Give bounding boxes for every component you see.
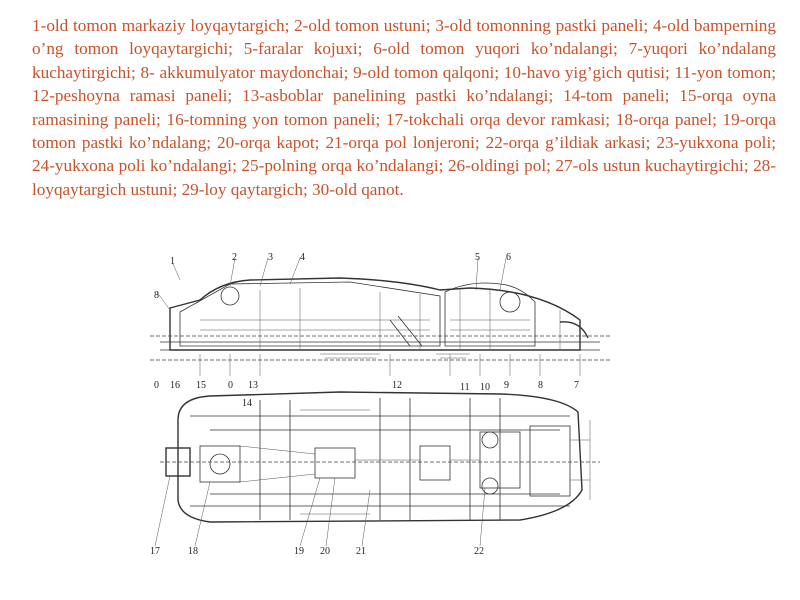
bottom-labels: 17 18 19 20 21 22 bbox=[150, 546, 484, 557]
label-10: 10 bbox=[480, 382, 490, 393]
label-1: 1 bbox=[170, 256, 175, 267]
car-body-diagram: 1 2 3 4 5 6 8 0 16 15 0 13 12 11 10 9 8 … bbox=[150, 252, 610, 557]
mid-labels: 0 16 15 0 13 12 11 10 9 8 7 14 bbox=[154, 380, 579, 409]
label-0-left: 0 bbox=[154, 380, 159, 391]
label-8: 8 bbox=[538, 380, 543, 391]
bottom-leaders bbox=[154, 475, 486, 547]
label-2: 2 bbox=[232, 252, 237, 263]
label-0-mid: 0 bbox=[228, 380, 233, 391]
label-19: 19 bbox=[294, 546, 304, 557]
figure-caption: 1-old tomon markaziy loyqaytargich; 2-ol… bbox=[32, 16, 776, 199]
label-9: 9 bbox=[504, 380, 509, 391]
plan-view bbox=[160, 391, 600, 523]
top-leaders bbox=[156, 257, 507, 311]
label-17: 17 bbox=[150, 546, 160, 557]
label-3: 3 bbox=[268, 252, 273, 263]
label-8-top: 8 bbox=[154, 290, 159, 301]
car-body-drawing: 1 2 3 4 5 6 8 0 16 15 0 13 12 11 10 9 8 … bbox=[140, 250, 620, 560]
label-7: 7 bbox=[574, 380, 579, 391]
label-4: 4 bbox=[300, 252, 305, 263]
label-5: 5 bbox=[475, 252, 480, 263]
label-20: 20 bbox=[320, 546, 330, 557]
label-12: 12 bbox=[392, 380, 402, 391]
label-21: 21 bbox=[356, 546, 366, 557]
label-6: 6 bbox=[506, 252, 511, 263]
label-15: 15 bbox=[196, 380, 206, 391]
label-16: 16 bbox=[170, 380, 180, 391]
label-11: 11 bbox=[460, 382, 470, 393]
label-14: 14 bbox=[242, 398, 252, 409]
side-elevation bbox=[150, 277, 610, 376]
label-13: 13 bbox=[248, 380, 258, 391]
top-labels: 1 2 3 4 5 6 8 bbox=[154, 252, 511, 301]
label-18: 18 bbox=[188, 546, 198, 557]
label-22: 22 bbox=[474, 546, 484, 557]
